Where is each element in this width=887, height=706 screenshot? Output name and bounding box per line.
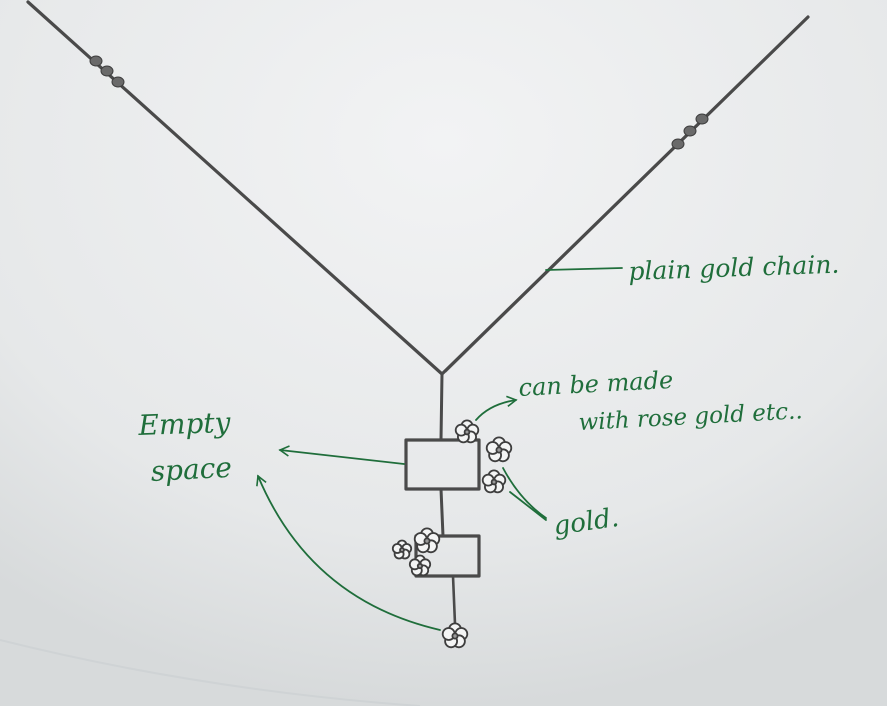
flower-cluster bbox=[391, 419, 513, 649]
chain-beads bbox=[89, 55, 709, 150]
flower-icon bbox=[408, 554, 432, 577]
flower-icon bbox=[485, 436, 513, 463]
empty-space-arrow-lower bbox=[256, 474, 441, 631]
gold-pointer-1 bbox=[502, 467, 547, 519]
flower-icon bbox=[441, 622, 469, 649]
plain-gold-chain-label: plain gold chain. bbox=[627, 249, 840, 286]
bead bbox=[89, 55, 103, 67]
empty-space-label-line1: Empty bbox=[137, 405, 231, 442]
bead bbox=[100, 65, 114, 77]
chain-pointer-line bbox=[545, 267, 623, 271]
flower-icon bbox=[413, 527, 441, 554]
pendant bbox=[404, 372, 481, 626]
bead bbox=[671, 138, 685, 150]
paper-crease bbox=[0, 639, 421, 706]
lower-frame bbox=[414, 534, 481, 578]
bead bbox=[695, 113, 709, 125]
pendant-link bbox=[439, 487, 445, 538]
bead bbox=[111, 76, 125, 88]
flower-icon bbox=[454, 419, 480, 444]
chain-right-strand-shadow bbox=[445, 19, 807, 373]
pendant-stem-top bbox=[439, 372, 444, 442]
gold-pointer-2 bbox=[509, 491, 547, 521]
empty-space-label-line2: space bbox=[149, 450, 233, 488]
pendant-stem-bottom bbox=[451, 574, 457, 626]
chain-right-strand bbox=[440, 15, 810, 376]
flower-icon bbox=[391, 539, 413, 560]
flower-icon bbox=[481, 469, 507, 494]
empty-space-arrow-upper bbox=[278, 445, 405, 465]
bead bbox=[683, 125, 697, 137]
annotation-arrows bbox=[256, 267, 623, 631]
rose-gold-arrow bbox=[475, 395, 518, 421]
